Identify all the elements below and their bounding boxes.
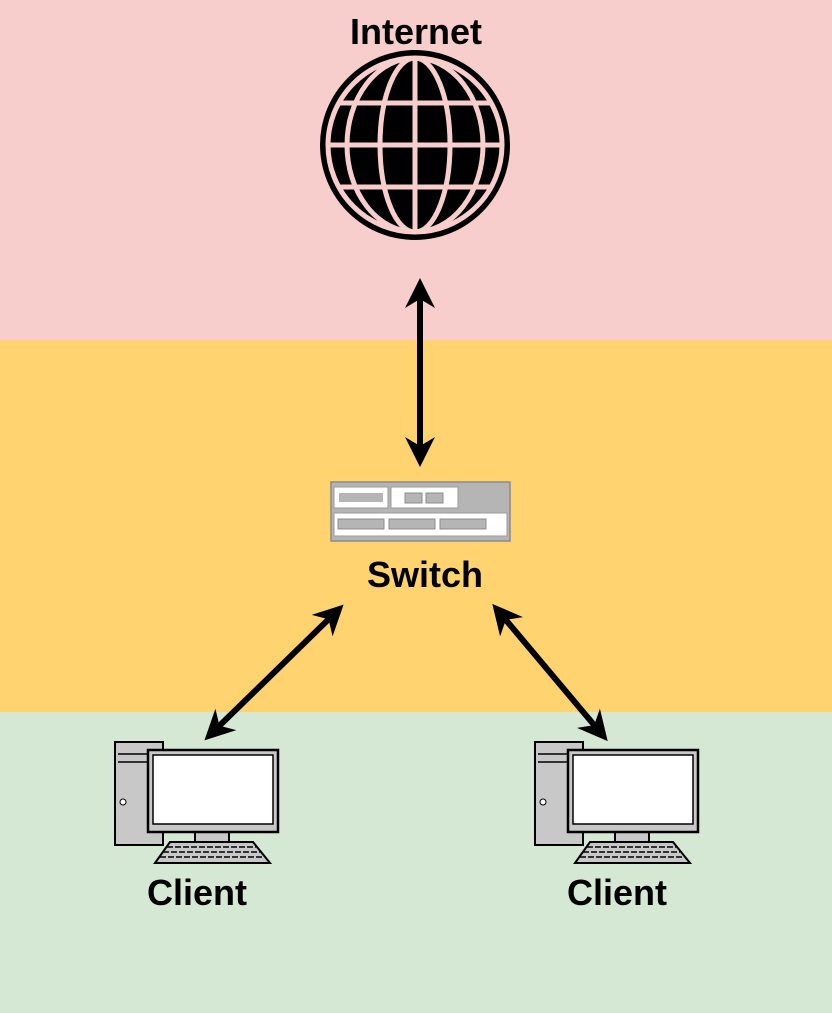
connector-switch-client-2 bbox=[492, 603, 608, 742]
desktop-computer-icon bbox=[114, 741, 280, 864]
globe-icon bbox=[320, 50, 510, 240]
internet-label: Internet bbox=[349, 11, 482, 52]
desktop-computer-icon bbox=[534, 741, 700, 864]
client-label: Client bbox=[566, 872, 667, 913]
client-label: Client bbox=[146, 872, 247, 913]
switch-label: Switch bbox=[366, 554, 483, 595]
connector-switch-client-1 bbox=[204, 604, 344, 741]
network-switch-icon bbox=[330, 481, 511, 542]
